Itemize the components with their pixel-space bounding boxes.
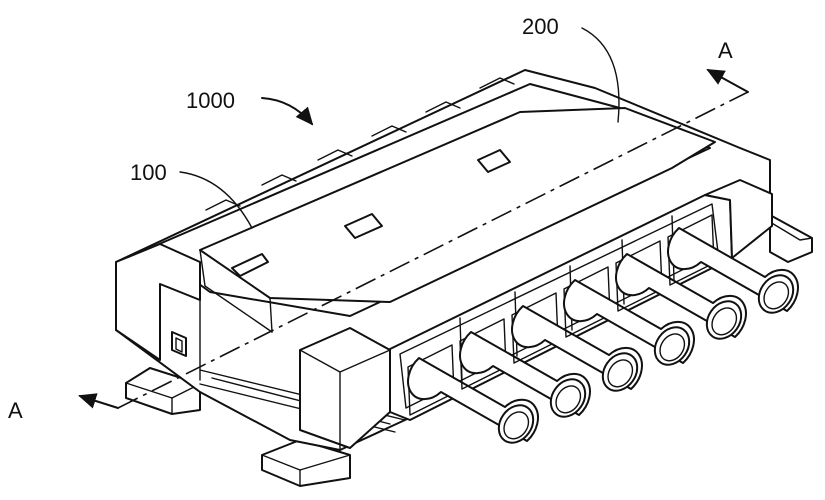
top-window-slots — [231, 149, 511, 277]
section-line-a-a: A A — [8, 38, 749, 423]
pin-3 — [511, 305, 643, 392]
pin-tip-inner — [503, 411, 530, 440]
pin-tip-inner — [763, 281, 790, 310]
pin-4 — [563, 279, 695, 366]
label-assembly-1000: 1000 — [186, 88, 235, 113]
pin-tip-inner — [555, 385, 582, 414]
pin-2 — [459, 331, 591, 418]
label-housing-100: 100 — [130, 160, 167, 185]
pin-tip-inner — [607, 359, 634, 388]
right-mounting-tab — [769, 214, 813, 263]
section-label-top: A — [718, 38, 733, 63]
pin-tip-inner — [711, 307, 738, 336]
reference-labels: 1000 100 200 — [130, 14, 620, 229]
pin-1 — [407, 357, 539, 444]
section-label-bottom: A — [8, 398, 23, 423]
pin-tip-inner — [659, 333, 686, 362]
pin-6 — [667, 227, 799, 314]
housing-body — [115, 69, 771, 451]
pin-array — [407, 214, 799, 444]
pin-5 — [615, 253, 747, 340]
label-shell-200: 200 — [522, 14, 559, 39]
